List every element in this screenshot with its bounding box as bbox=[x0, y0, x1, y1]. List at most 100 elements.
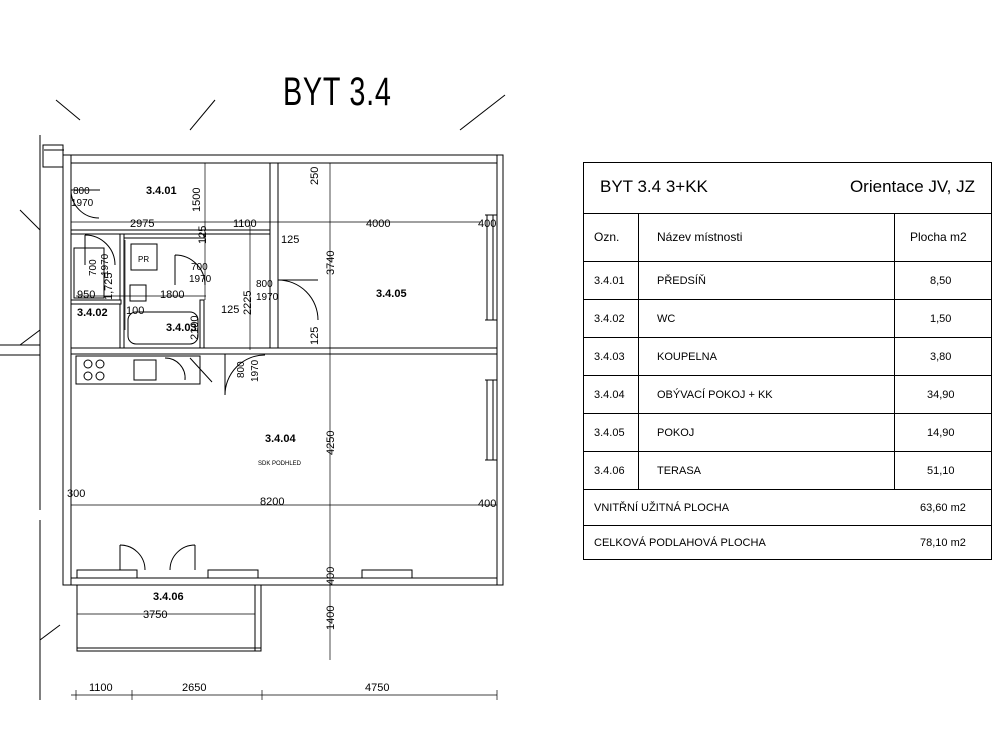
room-label-3405: 3.4.05 bbox=[376, 288, 407, 300]
row-name: POKOJ bbox=[657, 426, 695, 439]
table-summary-row: CELKOVÁ PODLAHOVÁ PLOCHA 78,10 m2 bbox=[584, 526, 991, 560]
table-header: BYT 3.4 3+KK Orientace JV, JZ bbox=[584, 163, 991, 214]
dim-950: 950 bbox=[77, 289, 95, 301]
table-column-header: Ozn. Název místnosti Plocha m2 bbox=[584, 213, 991, 262]
terrace bbox=[76, 584, 262, 652]
dim-3740: 3740 bbox=[325, 251, 337, 275]
kitchen-counter bbox=[75, 355, 201, 385]
dim-700: 700 bbox=[191, 262, 208, 273]
row-code: 3.4.03 bbox=[594, 350, 625, 363]
row-code: 3.4.06 bbox=[594, 464, 625, 477]
dim-1970: 1970 bbox=[250, 359, 261, 382]
wall-top bbox=[62, 154, 504, 164]
room-area-table: BYT 3.4 3+KK Orientace JV, JZ Ozn. Název… bbox=[583, 162, 992, 560]
table-heading: BYT 3.4 3+KK bbox=[600, 177, 708, 196]
table-divider bbox=[894, 213, 895, 489]
row-name: PŘEDSÍŇ bbox=[657, 274, 706, 287]
dim-1970: 1970 bbox=[256, 292, 279, 303]
table-orientation: Orientace JV, JZ bbox=[849, 177, 975, 196]
row-area: 8,50 bbox=[930, 274, 952, 287]
wall-bottom bbox=[70, 577, 498, 586]
row-name: OBÝVACÍ POKOJ + KK bbox=[657, 388, 773, 401]
row-name: TERASA bbox=[657, 464, 702, 477]
dim-300: 300 bbox=[67, 488, 85, 500]
room-label-3404: 3.4.04 bbox=[265, 433, 296, 445]
dim-1970: 1970 bbox=[100, 253, 111, 276]
dim-100: 100 bbox=[126, 305, 144, 317]
dim-125: 125 bbox=[197, 226, 209, 244]
table-row: 3.4.04 OBÝVACÍ POKOJ + KK 34,90 bbox=[584, 376, 991, 414]
dim-700: 700 bbox=[88, 259, 99, 276]
row-area: 14,90 bbox=[927, 426, 955, 439]
dim-2650: 2650 bbox=[182, 682, 206, 694]
table-divider bbox=[638, 213, 639, 489]
dim-1970: 1970 bbox=[189, 274, 212, 285]
dim-1100: 1100 bbox=[233, 218, 257, 230]
total-area-value: 78,10 m2 bbox=[920, 536, 966, 549]
dim-800: 800 bbox=[236, 361, 247, 378]
dim-1500: 1500 bbox=[191, 188, 203, 212]
wall-left bbox=[62, 154, 72, 586]
dim-800: 800 bbox=[256, 279, 273, 290]
dim-1400: 1400 bbox=[325, 606, 337, 630]
sink bbox=[129, 284, 147, 302]
dim-125: 125 bbox=[309, 327, 321, 345]
row-code: 3.4.05 bbox=[594, 426, 625, 439]
dim-125: 125 bbox=[281, 234, 299, 246]
room-label-3402: 3.4.02 bbox=[77, 307, 108, 319]
shower-label: PR bbox=[138, 255, 149, 264]
dim-3750: 3750 bbox=[143, 609, 167, 621]
dim-1725: 1,725 bbox=[103, 272, 115, 300]
table-row: 3.4.03 KOUPELNA 3,80 bbox=[584, 338, 991, 376]
col-area: Plocha m2 bbox=[910, 230, 967, 244]
bathtub bbox=[127, 311, 199, 345]
dim-1800: 1800 bbox=[160, 289, 184, 301]
room-label-3403: 3.4.03 bbox=[166, 322, 197, 334]
row-code: 3.4.01 bbox=[594, 274, 625, 287]
shower-tray bbox=[130, 243, 158, 271]
dim-2975: 2975 bbox=[130, 218, 154, 230]
dim-800: 800 bbox=[73, 186, 90, 197]
row-area: 3,80 bbox=[930, 350, 952, 363]
dim-4750: 4750 bbox=[365, 682, 389, 694]
table-summary-row: VNITŘNÍ UŽITNÁ PLOCHA 63,60 m2 bbox=[584, 490, 991, 526]
wall-right bbox=[496, 154, 504, 586]
row-code: 3.4.04 bbox=[594, 388, 625, 401]
dim-4000: 4000 bbox=[366, 218, 390, 230]
dim-400: 400 bbox=[325, 567, 337, 585]
dim-1100: 1100 bbox=[89, 682, 113, 694]
dim-250: 250 bbox=[309, 167, 321, 185]
row-code: 3.4.02 bbox=[594, 312, 625, 325]
dim-400: 400 bbox=[478, 498, 496, 510]
row-name: WC bbox=[657, 312, 676, 325]
table-row: 3.4.05 POKOJ 14,90 bbox=[584, 414, 991, 452]
inner-area-label: VNITŘNÍ UŽITNÁ PLOCHA bbox=[594, 501, 730, 514]
row-area: 34,90 bbox=[927, 388, 955, 401]
partition-pokoj bbox=[269, 162, 279, 354]
table-row: 3.4.02 WC 1,50 bbox=[584, 300, 991, 338]
page-title: BYT 3.4 bbox=[283, 70, 392, 114]
floor-plan: 3.4.01 3.4.02 3.4.03 3.4.04 3.4.05 3.4.0… bbox=[0, 94, 506, 700]
door-pokoj bbox=[277, 279, 319, 321]
inner-area-value: 63,60 m2 bbox=[920, 501, 966, 514]
toilet bbox=[73, 247, 105, 299]
dim-4250: 4250 bbox=[325, 431, 337, 455]
row-area: 51,10 bbox=[927, 464, 955, 477]
table-row: 3.4.06 TERASA 51,10 bbox=[584, 452, 991, 490]
col-code: Ozn. bbox=[594, 230, 620, 244]
ceiling-note: SDK PODHLED bbox=[258, 461, 302, 467]
dim-125: 125 bbox=[221, 304, 239, 316]
dim-2100: 2100 bbox=[189, 316, 201, 340]
row-name: KOUPELNA bbox=[657, 350, 717, 363]
dim-2225: 2225 bbox=[242, 291, 254, 315]
partition-living bbox=[70, 347, 498, 355]
total-area-label: CELKOVÁ PODLAHOVÁ PLOCHA bbox=[594, 536, 766, 549]
room-label-3406: 3.4.06 bbox=[153, 591, 184, 603]
room-label-3401: 3.4.01 bbox=[146, 185, 177, 197]
dim-8200: 8200 bbox=[260, 496, 284, 508]
dim-1970: 1970 bbox=[71, 198, 94, 209]
dim-400: 400 bbox=[478, 218, 496, 230]
col-name: Název místnosti bbox=[657, 230, 743, 244]
row-area: 1,50 bbox=[930, 312, 952, 325]
door-living bbox=[224, 354, 266, 396]
